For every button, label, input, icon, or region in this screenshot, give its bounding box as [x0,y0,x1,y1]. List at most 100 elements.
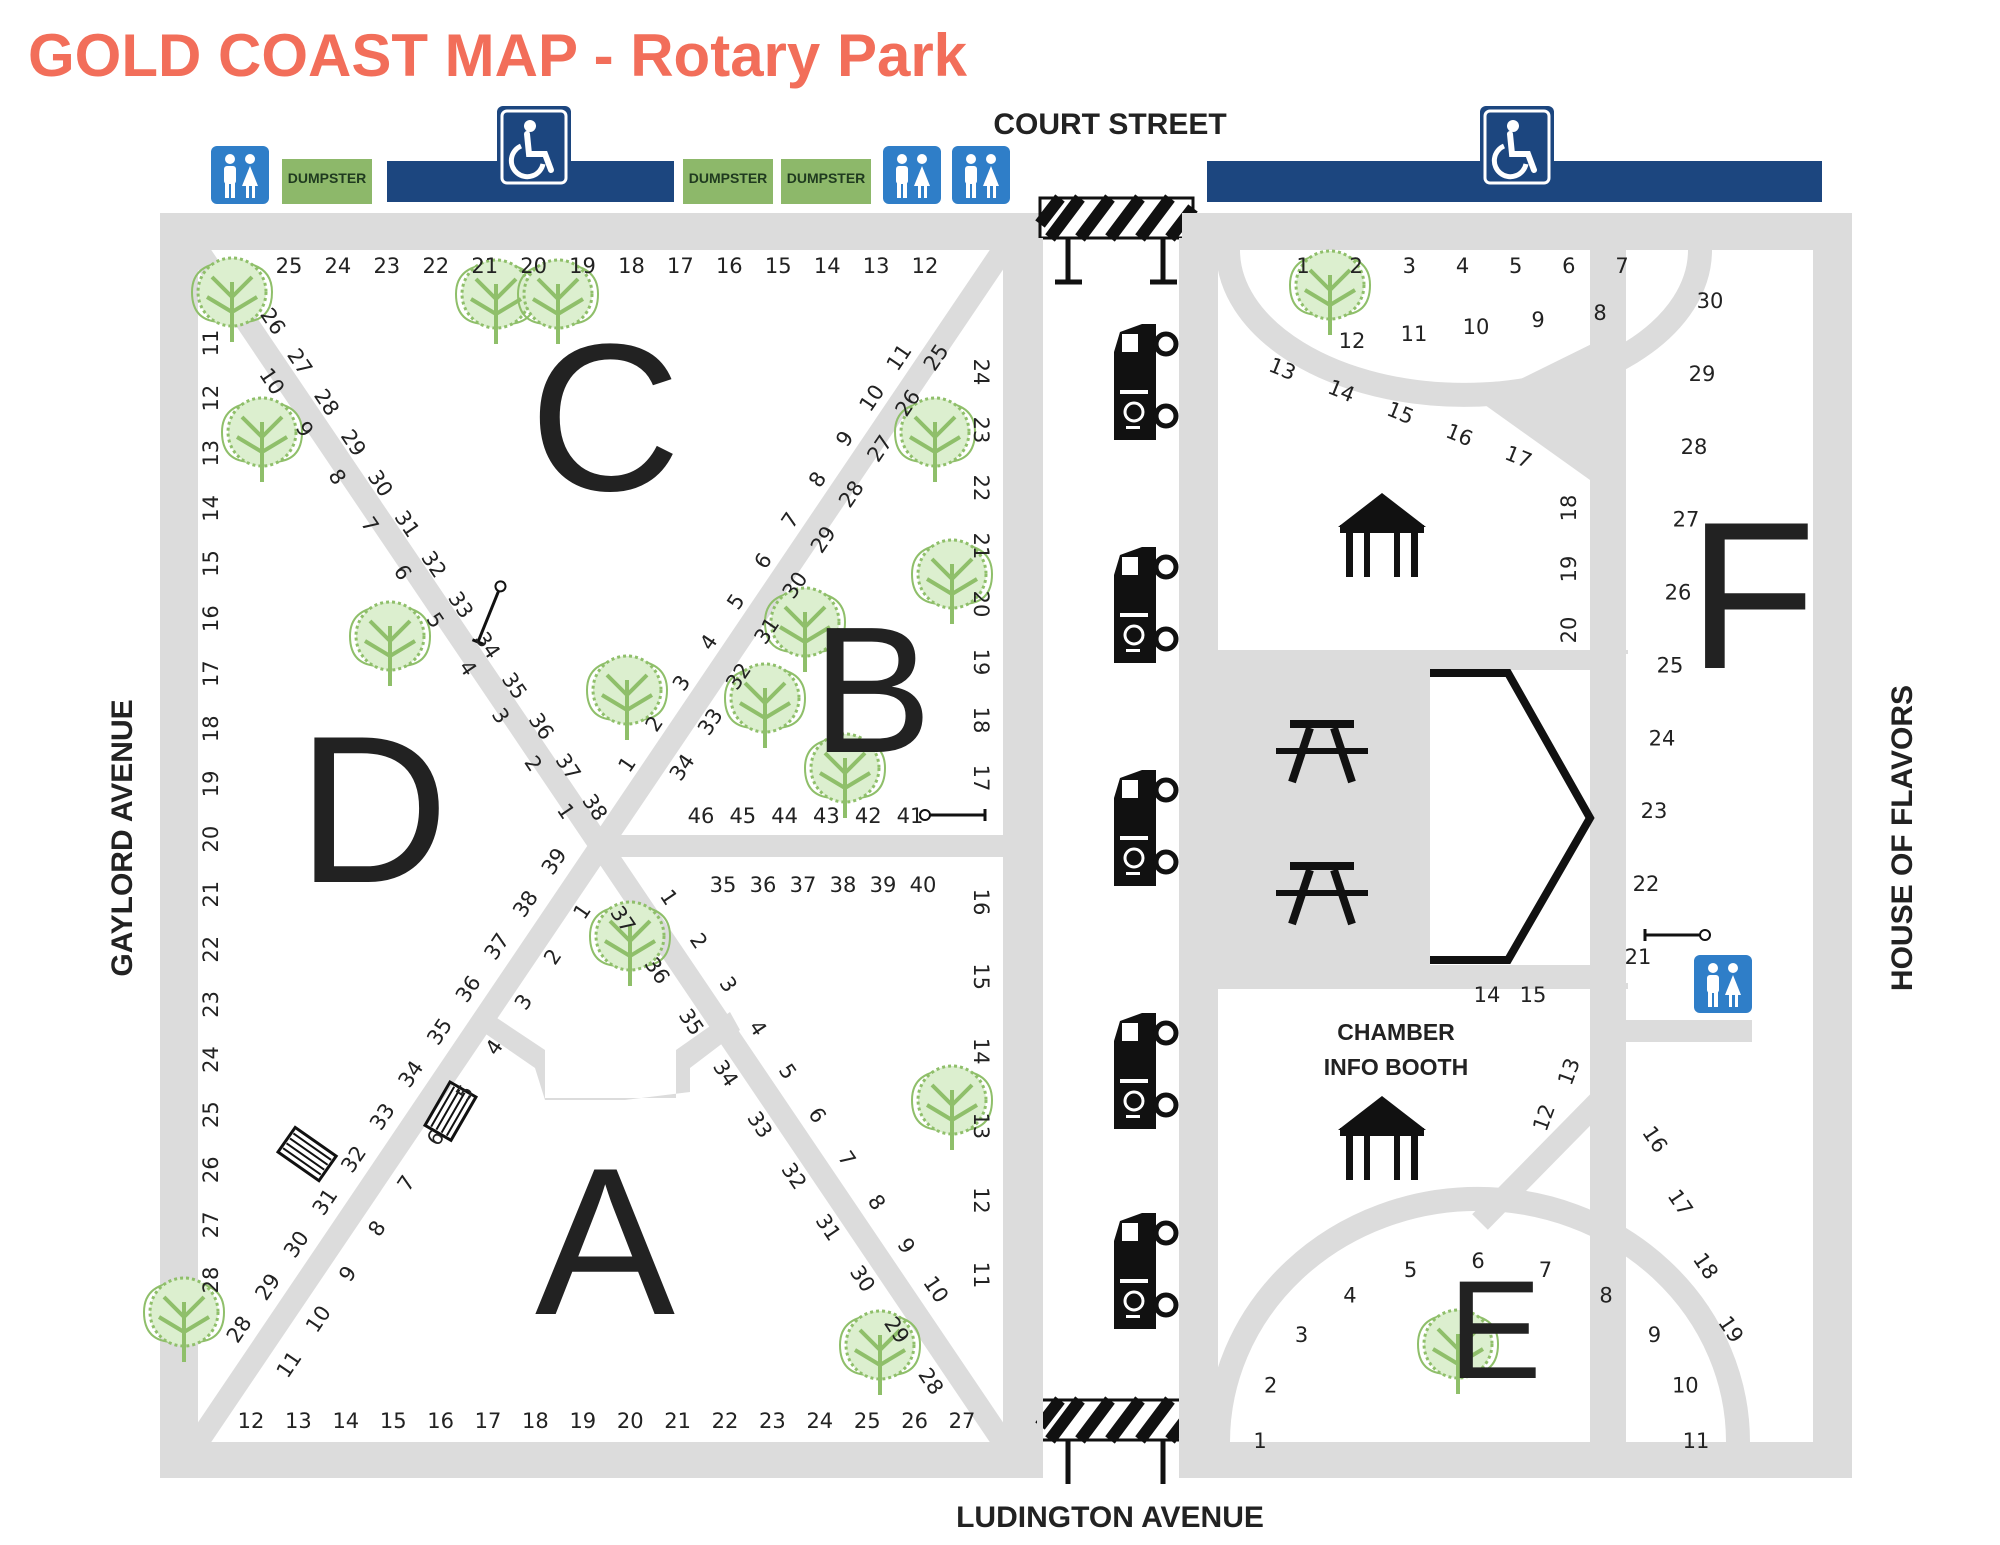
accessible-icon [497,106,571,188]
stall-number: 18 [969,707,993,734]
section-label-b: B [812,590,932,791]
stall-number: 19 [1557,556,1581,583]
stall-number: 23 [1641,799,1668,823]
stall-number: 1 [1296,254,1309,278]
stall-number: 7 [1615,254,1628,278]
stall-number: 4 [1343,1283,1356,1307]
stall-number: 46 [688,804,715,828]
stall-number: 17 [475,1409,502,1433]
stall-number: 12 [969,1187,993,1214]
stall-number: 27 [199,1212,223,1239]
map-title: GOLD COAST MAP - Rotary Park [28,22,968,89]
stall-number: 4 [1456,254,1469,278]
stall-number: 24 [325,254,352,278]
stall-number: 30 [1697,289,1724,313]
stall-number: 26 [901,1409,928,1433]
stall-number: 23 [759,1409,786,1433]
stall-number: 14 [332,1409,359,1433]
stall-number: 15 [969,963,993,990]
restroom-icon [952,146,1010,204]
stall-number: 20 [199,826,223,853]
dumpster-label: DUMPSTER [787,170,866,186]
stall-number: 23 [373,254,400,278]
food-truck-icon [1114,324,1176,440]
accessible-icon [1480,106,1554,188]
section-label-d: D [297,692,449,927]
stall-number: 24 [806,1409,833,1433]
stall-number: 43 [813,804,840,828]
stall-number: 22 [199,936,223,963]
stall-number: 22 [422,254,449,278]
stall-number: 5 [1509,254,1522,278]
stall-number: 2 [1350,254,1363,278]
restroom-icon [883,146,941,204]
stall-number: 14 [969,1038,993,1065]
stall-number: 15 [1520,983,1547,1007]
stall-number: 22 [1633,872,1660,896]
stall-number: 20 [1557,617,1581,644]
stall-number: 23 [969,417,993,444]
stall-number: 24 [969,359,993,386]
stall-number: 17 [199,660,223,687]
stall-number: 11 [1683,1429,1710,1453]
stall-number: 26 [1665,581,1692,605]
stall-number: 9 [1531,308,1544,332]
stall-number: 13 [863,254,890,278]
stall-number: 21 [1625,945,1652,969]
stall-number: 16 [716,254,743,278]
stall-number: 13 [969,1112,993,1139]
section-label-c: C [529,300,681,535]
stall-number: 25 [276,254,303,278]
stall-number: 26 [199,1156,223,1183]
stall-number: 36 [750,873,777,897]
stall-number: 12 [238,1409,265,1433]
food-truck-icon [1114,1013,1176,1129]
stall-number: 3 [1403,254,1416,278]
stall-number: 18 [1557,495,1581,522]
stall-number: 28 [199,1267,223,1294]
stall-number: 24 [199,1046,223,1073]
stall-number: 10 [1463,315,1490,339]
dumpster-label: DUMPSTER [288,170,367,186]
stall-number: 21 [969,533,993,560]
stall-number: 2 [1264,1373,1277,1397]
section-label-f: F [1688,478,1816,713]
stall-number: 28 [1681,435,1708,459]
restroom-icon [1694,955,1752,1013]
stall-number: 8 [1593,301,1606,325]
stall-number: 18 [522,1409,549,1433]
stall-number: 16 [427,1409,454,1433]
stall-number: 6 [1471,1249,1484,1273]
stall-number: 15 [380,1409,407,1433]
stall-number: 19 [569,1409,596,1433]
section-label-a: A [535,1124,675,1359]
stall-number: 13 [199,440,223,467]
west-park-block [160,213,1040,1478]
stall-number: 7 [1539,1258,1552,1282]
street-label-north: COURT STREET [993,108,1226,141]
stall-number: 12 [912,254,939,278]
stall-number: 21 [471,254,498,278]
stall-number: 23 [199,991,223,1018]
street-label-west: GAYLORD AVENUE [106,699,139,976]
dumpster [683,159,773,204]
stall-number: 25 [1657,653,1684,677]
street-label-east: HOUSE OF FLAVORS [1886,685,1919,991]
stall-number: 19 [199,771,223,798]
pavilion-outline [1430,669,1595,964]
food-truck-icon [1114,1213,1176,1329]
stall-number: 1 [1253,1429,1266,1453]
stall-number: 11 [199,330,223,357]
stall-number: 15 [765,254,792,278]
stall-number: 17 [667,254,694,278]
stall-number: 40 [910,873,937,897]
stall-number: 16 [199,605,223,632]
stall-number: 21 [664,1409,691,1433]
stall-number: 20 [520,254,547,278]
dumpster-label: DUMPSTER [689,170,768,186]
stall-number: 9 [1648,1323,1661,1347]
stall-number: 10 [1672,1373,1699,1397]
booth-label-line1: CHAMBER [1337,1019,1455,1045]
